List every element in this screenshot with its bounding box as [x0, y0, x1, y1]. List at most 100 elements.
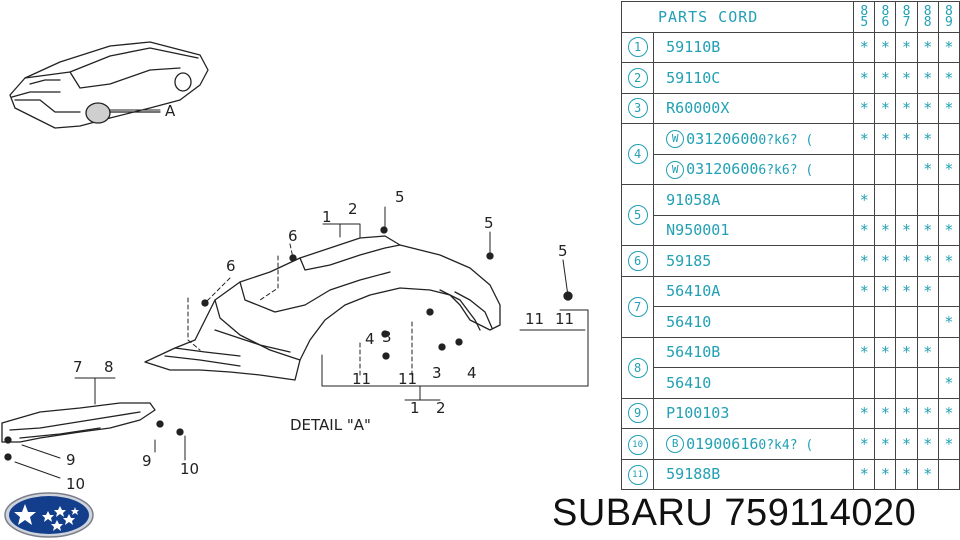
applicability-cell: *	[874, 428, 897, 460]
ref-number-cell: 10	[620, 428, 655, 460]
ref-number-cell: 2	[620, 62, 655, 94]
applicability-cell	[895, 184, 918, 216]
code-suffix: 0?k4? (	[758, 437, 814, 453]
callout-number: A	[165, 102, 176, 120]
ref-number: 6	[627, 250, 648, 271]
applicability-cell: *	[916, 245, 939, 277]
applicability-cell: *	[937, 62, 960, 94]
applicability-cell: *	[895, 62, 918, 94]
callout-number: 11	[555, 310, 574, 328]
ref-number-cell: 7	[620, 275, 655, 338]
callout-number: 6	[288, 227, 298, 245]
applicability-cell	[895, 367, 918, 399]
callout-number: 5	[395, 188, 405, 206]
callout-number: 5	[484, 214, 494, 232]
applicability-cell: *	[853, 92, 876, 124]
part-code: 59110B	[666, 38, 721, 57]
callout-number: 10	[66, 475, 85, 493]
part-code: 59110C	[666, 68, 721, 87]
applicability-cell: *	[874, 336, 897, 368]
applicability-cell	[937, 184, 960, 216]
callout-number: 2	[436, 399, 446, 417]
part-code-cell: 56410	[653, 367, 855, 399]
ref-number: 9	[627, 403, 648, 424]
callout-number: 1	[322, 208, 332, 226]
applicability-cell: *	[874, 245, 897, 277]
applicability-cell: *	[916, 458, 939, 490]
applicability-cell: *	[937, 397, 960, 429]
applicability-cell	[874, 367, 897, 399]
part-code: 03120600	[686, 160, 759, 178]
ref-number: 2	[627, 67, 648, 88]
applicability-cell: *	[895, 245, 918, 277]
ref-number-cell: 1	[620, 31, 655, 63]
table-row: 56410 *	[622, 367, 960, 399]
callout-number: 4	[467, 364, 477, 382]
ref-number: 1	[627, 37, 648, 58]
fender-liner-illustration	[144, 235, 501, 381]
applicability-cell: *	[853, 31, 876, 63]
part-code: 03120600	[686, 129, 759, 148]
brand-part-number: SUBARU 759114020	[552, 492, 917, 534]
applicability-cell	[874, 184, 897, 216]
ref-number-cell: 8	[620, 336, 655, 399]
applicability-cell: *	[937, 153, 960, 185]
table-row: N950001*****	[622, 214, 960, 246]
ref-number: 4	[627, 144, 648, 164]
applicability-cell: *	[874, 214, 897, 246]
year-digit: 8	[860, 3, 869, 19]
applicability-cell	[937, 336, 960, 368]
applicability-cell	[853, 153, 876, 185]
applicability-cell: *	[937, 31, 960, 63]
part-code-cell: 59110C	[653, 62, 855, 94]
year-digit: 8	[881, 3, 890, 19]
part-code-cell: 59110B	[653, 31, 855, 63]
table-row: 56410 *	[622, 306, 960, 338]
callout-number: 2	[348, 200, 358, 218]
part-code: 91058A	[666, 190, 721, 209]
applicability-cell: *	[874, 123, 897, 155]
applicability-cell: *	[937, 92, 960, 124]
applicability-cell: *	[916, 153, 939, 185]
applicability-cell: *	[916, 336, 939, 368]
subaru-logo	[4, 492, 94, 538]
applicability-cell: *	[916, 214, 939, 246]
applicability-cell: *	[937, 367, 960, 399]
applicability-cell: *	[895, 214, 918, 246]
year-digit: 5	[860, 14, 869, 30]
part-code-cell: P100103	[653, 397, 855, 429]
callout-number: 11	[525, 310, 544, 328]
part-code-cell: 56410	[653, 306, 855, 338]
callout-number: 11	[398, 370, 417, 388]
part-code-cell: N950001	[653, 214, 855, 246]
part-code-cell: 59188B	[653, 458, 855, 490]
code-prefix: W	[666, 130, 685, 148]
code-prefix: B	[666, 435, 685, 453]
ref-number: 3	[627, 98, 648, 119]
applicability-cell: *	[937, 245, 960, 277]
applicability-cell: *	[937, 306, 960, 338]
part-code: N950001	[666, 221, 730, 240]
part-code: 56410B	[666, 343, 721, 362]
applicability-cell: *	[874, 62, 897, 94]
year-digit: 6	[881, 14, 890, 30]
ref-number: 8	[627, 357, 648, 378]
callout-number: 8	[104, 358, 114, 376]
applicability-cell: *	[853, 123, 876, 155]
applicability-cell: *	[895, 123, 918, 155]
applicability-cell: *	[895, 397, 918, 429]
callout-number: 5	[558, 242, 568, 260]
part-code-cell: 56410B	[653, 336, 855, 368]
applicability-cell: *	[895, 92, 918, 124]
applicability-cell: *	[853, 184, 876, 216]
part-code-cell: 91058A	[653, 184, 855, 216]
part-code-cell: 59185	[653, 245, 855, 277]
applicability-cell: *	[937, 428, 960, 460]
